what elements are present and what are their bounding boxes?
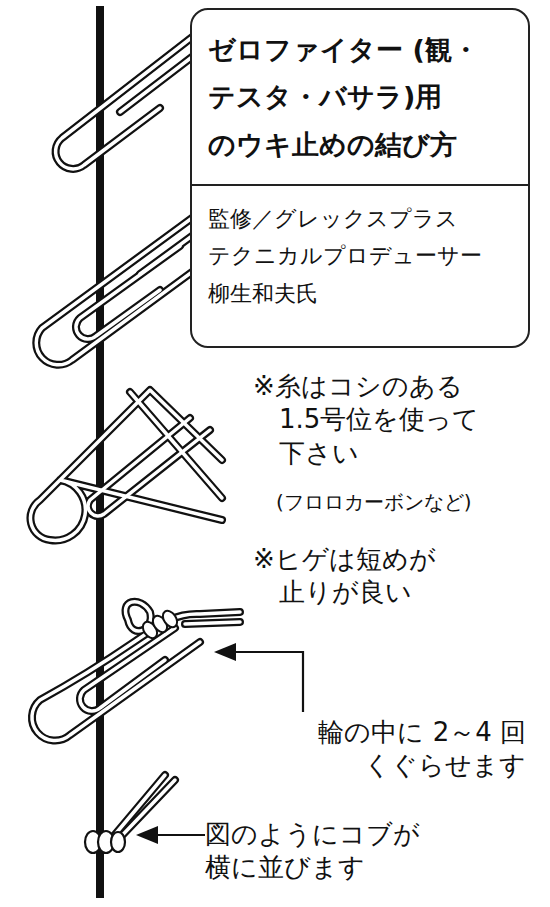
callout-text: 図のようにコブが 横に並びます bbox=[205, 818, 465, 885]
main-line bbox=[96, 6, 104, 898]
title-heading: ゼロファイター (観・テスタ・バサラ)用 のウキ止めの結び方 bbox=[192, 10, 528, 184]
knot bbox=[85, 831, 125, 853]
arrowhead bbox=[136, 643, 236, 844]
callout-text: 輪の中に 2～4 回 くぐらせます bbox=[296, 716, 526, 783]
note-sub: (フロロカーボンなど) bbox=[276, 490, 536, 516]
note-text: ※ヒゲは短めが 止りが良い bbox=[253, 543, 483, 610]
note-text: ※糸はコシのある 1.5号位を使って 下さい bbox=[253, 370, 508, 470]
twist-coils bbox=[140, 608, 180, 641]
title-box: ゼロファイター (観・テスタ・バサラ)用 のウキ止めの結び方監修／グレックスプラ… bbox=[190, 8, 530, 348]
leader-line bbox=[150, 652, 303, 835]
credit-text: 監修／グレックスプラス テクニカルプロデューサー 柳生和夫氏 bbox=[192, 184, 528, 326]
